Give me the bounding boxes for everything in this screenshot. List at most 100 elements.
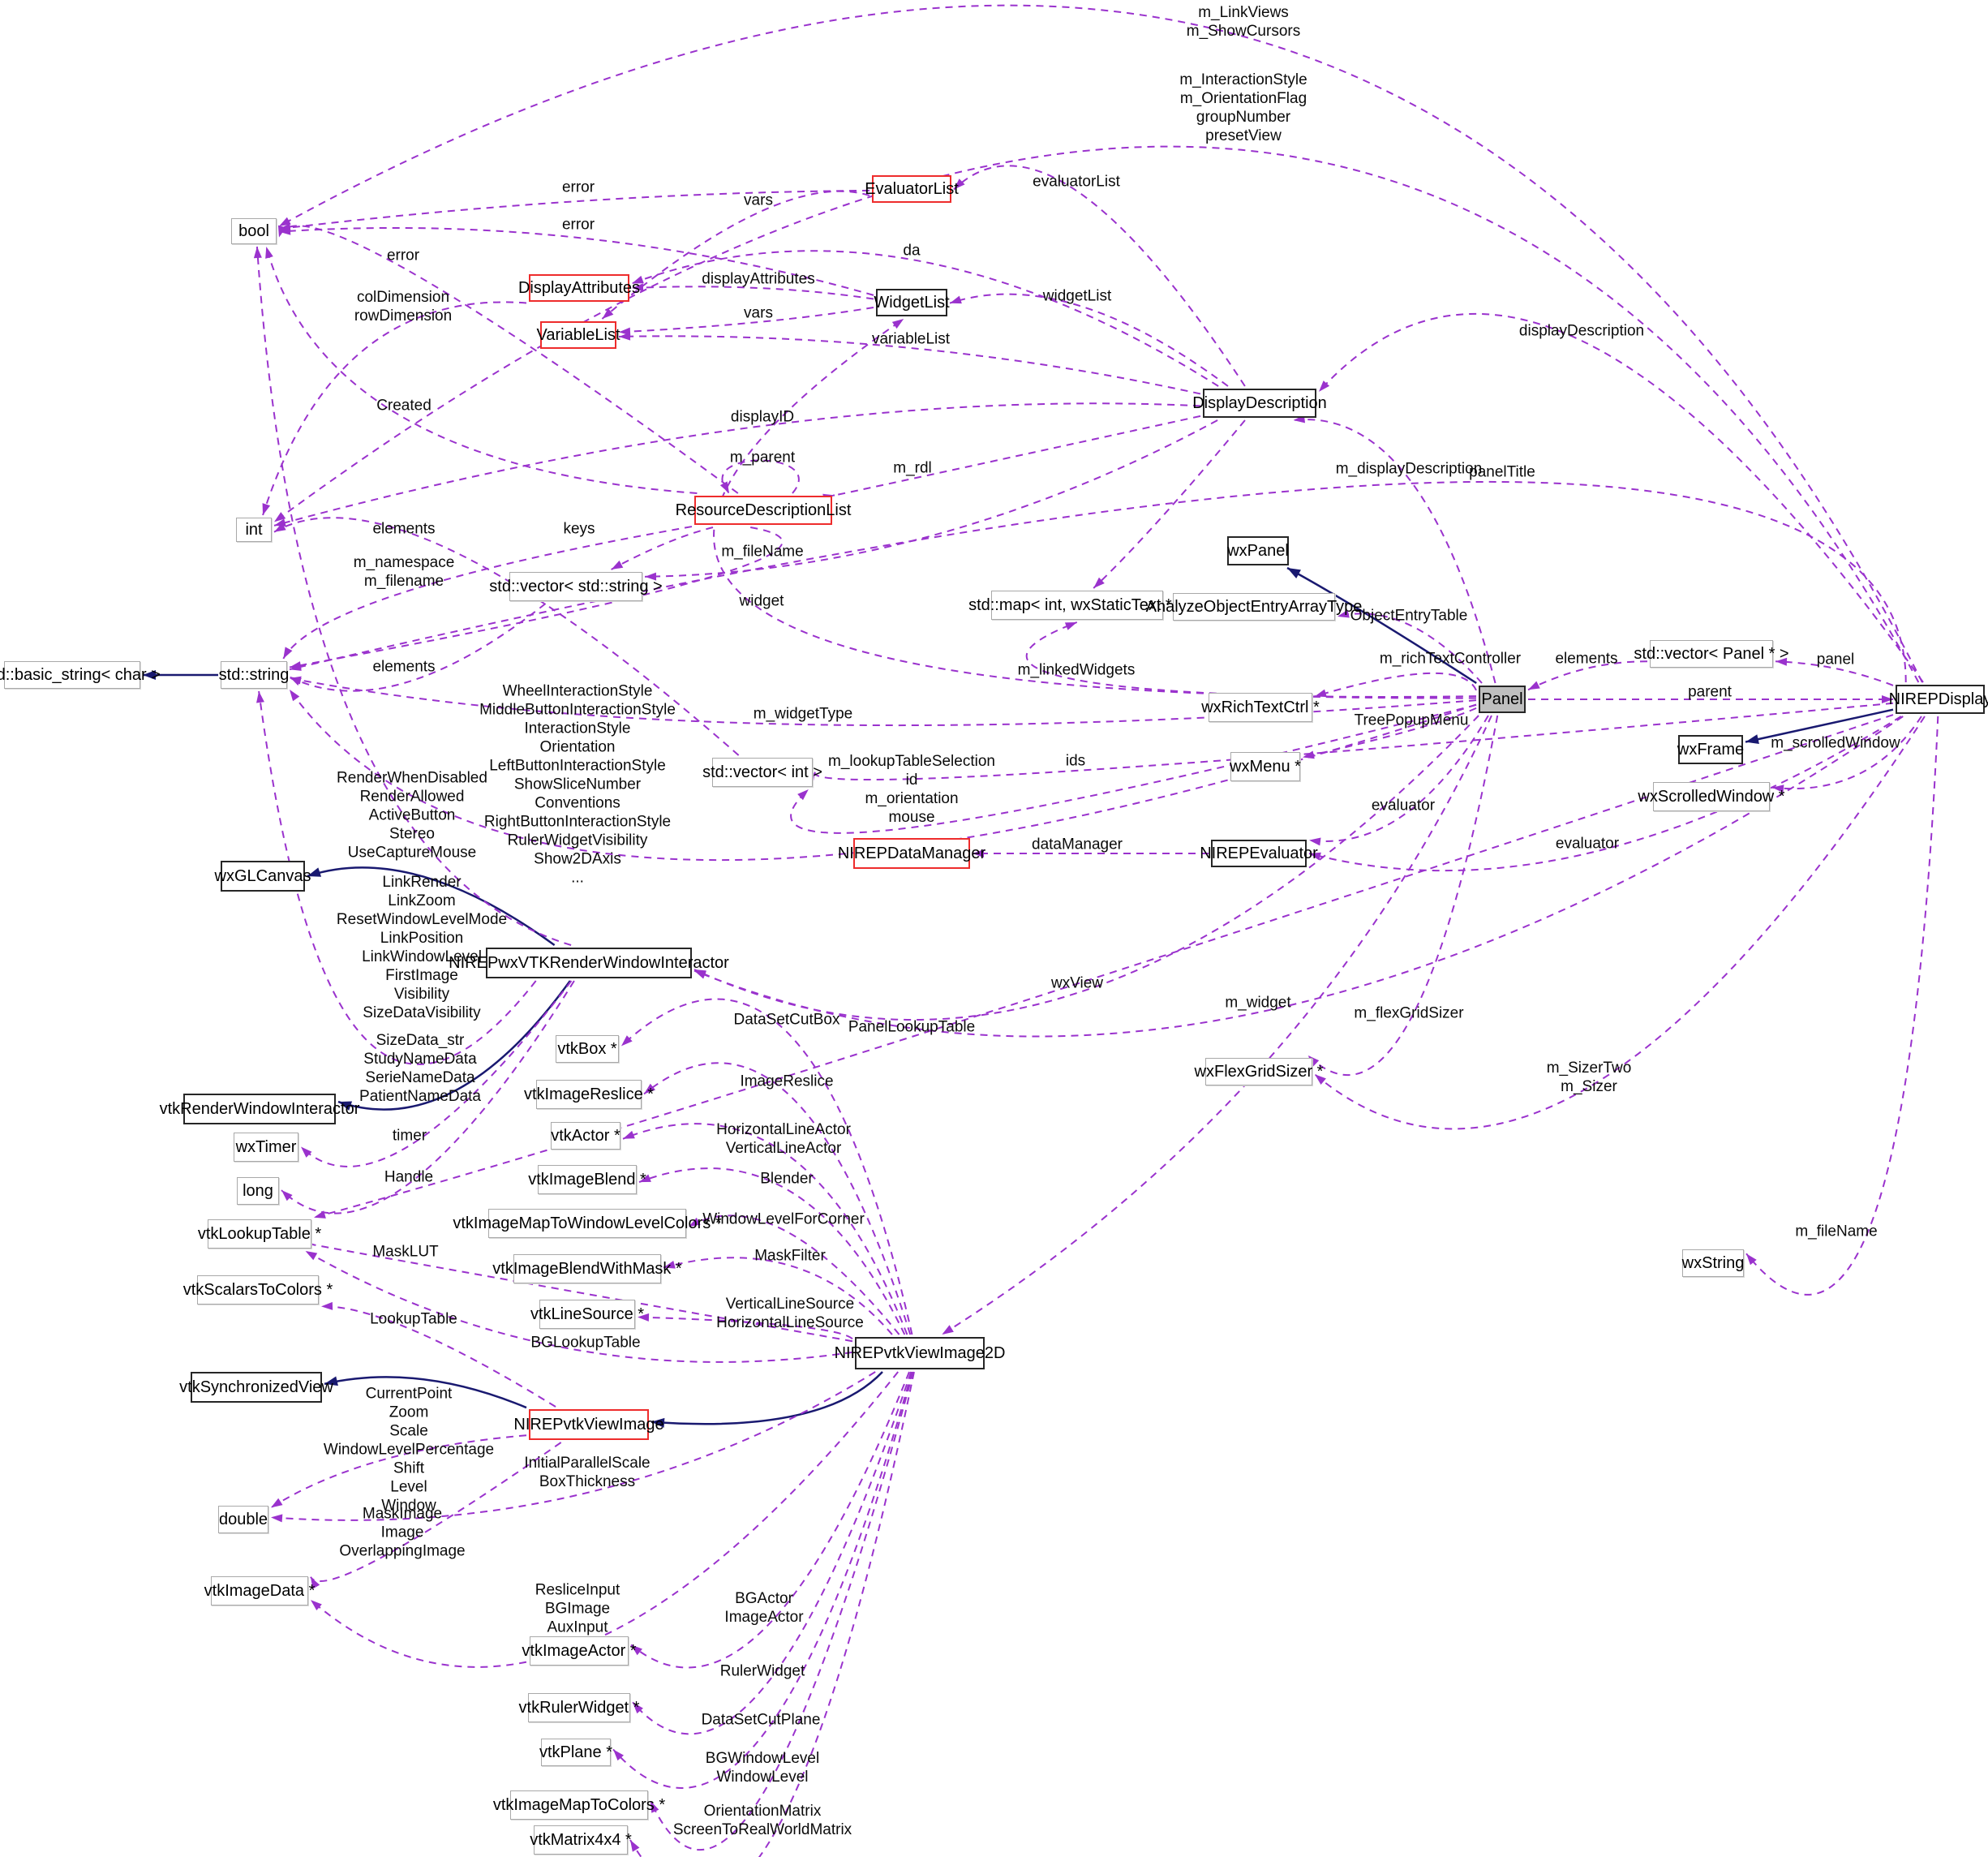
member-edge [270, 1434, 527, 1509]
node-plane[interactable]: vtkPlane * [539, 1739, 612, 1766]
node-stdstring[interactable]: std::string [219, 661, 289, 689]
node-long[interactable]: long [237, 1177, 279, 1205]
member-edge [630, 1371, 910, 1669]
node-imgmapcolors[interactable]: vtkImageMapToColors * [493, 1790, 665, 1820]
node-datamgr[interactable]: NIREPDataManager [838, 838, 985, 869]
member-edge [1308, 716, 1902, 872]
node-wxmenu[interactable]: wxMenu * [1230, 752, 1301, 781]
arrow-head-icon [797, 789, 809, 801]
member-edge [282, 526, 693, 660]
arrow-head-icon [1319, 380, 1330, 392]
edge-label: HorizontalLineActor VerticalLineActor [716, 1121, 851, 1157]
member-edge [289, 527, 784, 668]
arrow-head-icon [283, 647, 293, 659]
member-edge [688, 1214, 900, 1335]
node-imgmapwl[interactable]: vtkImageMapToWindowLevelColors * [453, 1209, 722, 1238]
node-dbl[interactable]: double [218, 1506, 268, 1533]
member-edge [278, 226, 874, 296]
edge-label: m_widgetType [753, 705, 853, 723]
node-vecstring[interactable]: std::vector< std::string > [489, 572, 663, 601]
node-imgblend[interactable]: vtkImageBlend * [528, 1165, 646, 1194]
node-vecint[interactable]: std::vector< int > [702, 758, 822, 787]
edge-label: panelTitle [1469, 463, 1535, 481]
edge-label: WindowLevelForCorner [702, 1210, 865, 1228]
arrow-head-icon [891, 319, 904, 329]
arrow-head-icon [694, 970, 706, 979]
node-mapwx[interactable]: std::map< int, wxStaticText * > [968, 591, 1186, 620]
member-edge [612, 1371, 913, 1789]
node-viewimg[interactable]: NIREPvtkViewImage [513, 1409, 664, 1440]
node-richtext[interactable]: wxRichTextCtrl * [1201, 693, 1320, 722]
node-widgetlist[interactable]: WidgetList [874, 289, 950, 316]
node-wxstring[interactable]: wxString [1682, 1249, 1744, 1277]
node-nirepdisplay[interactable]: NIREPDisplay [1889, 685, 1988, 714]
node-flexgrid[interactable]: wxFlexGridSizer * [1195, 1058, 1323, 1085]
node-imgactor[interactable]: vtkImageActor * [522, 1636, 637, 1666]
node-wxtimer[interactable]: wxTimer [234, 1133, 298, 1162]
node-scrolled[interactable]: wxScrolledWindow * [1638, 782, 1785, 811]
arrow-head-icon [689, 1217, 701, 1227]
arrow-head-icon [613, 1749, 625, 1761]
node-bool[interactable]: bool [231, 218, 277, 244]
node-linesource[interactable]: vtkLineSource * [530, 1300, 644, 1329]
node-wxframe[interactable]: wxFrame [1677, 735, 1744, 764]
edge-label: MaskLUT [372, 1243, 439, 1261]
node-matrix[interactable]: vtkMatrix4x4 * [530, 1825, 632, 1855]
node-imgblendmask[interactable]: vtkImageBlendWithMask * [492, 1254, 682, 1283]
node-wxglcanvas[interactable]: wxGLCanvas [215, 861, 311, 892]
node-imgdata[interactable]: vtkImageData * [204, 1576, 315, 1606]
node-rdl[interactable]: ResourceDescriptionList [676, 496, 851, 525]
arrow-head-icon [1528, 681, 1540, 690]
node-vtkrwi[interactable]: vtkRenderWindowInteractor [160, 1094, 359, 1124]
edge-label: MaskFilter [754, 1247, 826, 1265]
node-view2d[interactable]: NIREPvtkViewImage2D [835, 1337, 1005, 1369]
arrow-head-icon [1315, 689, 1327, 698]
arrow-head-icon [301, 1146, 312, 1158]
edge-label: LinkRender LinkZoom ResetWindowLevelMode… [336, 874, 508, 1021]
node-nirepeval[interactable]: NIREPEvaluator [1200, 840, 1318, 867]
edge-label: displayAttributes [702, 270, 815, 288]
arrow-head-icon [1882, 695, 1893, 703]
node-dispattr[interactable]: DisplayAttributes [518, 274, 640, 302]
member-edge [643, 1062, 912, 1335]
member-edge [289, 677, 1477, 727]
edge-label: error [561, 178, 595, 196]
node-vecpanel[interactable]: std::vector< Panel * > [1634, 640, 1789, 668]
arrow-head-icon [274, 512, 286, 522]
node-imgreslice[interactable]: vtkImageReslice * [524, 1080, 654, 1109]
arrow-head-icon [1315, 1074, 1326, 1085]
member-edge [632, 1371, 912, 1735]
inheritance-edge [1286, 566, 1477, 685]
node-vtksync[interactable]: vtkSynchronizedView [179, 1372, 333, 1403]
node-ruler[interactable]: vtkRulerWidget * [519, 1693, 639, 1722]
arrow-head-icon [279, 226, 291, 235]
node-nirepwx[interactable]: NIREPwxVTKRenderWindowInteractor [449, 948, 729, 978]
edge-label: m_SizerTwo m_Sizer [1546, 1060, 1632, 1095]
node-scalars[interactable]: vtkScalarsToColors * [183, 1275, 333, 1305]
node-analyze[interactable]: AnalyzeObjectEntryArrayType [1146, 593, 1362, 621]
arrow-head-icon [950, 295, 962, 304]
edge-label: widgetList [1042, 287, 1112, 305]
node-panel[interactable]: Panel [1479, 686, 1526, 713]
node-vtkactor[interactable]: vtkActor * [551, 1122, 620, 1150]
arrow-head-icon [279, 217, 291, 226]
node-wxpanel[interactable]: wxPanel [1227, 536, 1289, 565]
arrow-head-icon [621, 1035, 633, 1047]
edge-label: elements [372, 520, 436, 538]
node-lut[interactable]: vtkLookupTable * [198, 1219, 321, 1249]
member-edge [1293, 419, 1496, 684]
node-vtkbox[interactable]: vtkBox * [556, 1035, 619, 1063]
node-evallist[interactable]: EvaluatorList [865, 175, 959, 203]
member-edge [255, 246, 572, 946]
member-edge [1093, 419, 1246, 589]
member-edge [631, 286, 874, 300]
arrow-head-icon [1772, 784, 1784, 793]
arrow-head-icon [619, 332, 631, 341]
node-int[interactable]: int [236, 518, 272, 542]
node-dispdesc[interactable]: DisplayDescription [1192, 389, 1327, 418]
node-basicstring[interactable]: std::basic_string< char > [0, 661, 161, 689]
edge-label: BGLookupTable [530, 1334, 641, 1352]
node-varlist[interactable]: VariableList [536, 321, 620, 349]
member-edge [313, 714, 1894, 1219]
edge-label: CurrentPoint Zoom Scale WindowLevelPerce… [323, 1385, 495, 1515]
